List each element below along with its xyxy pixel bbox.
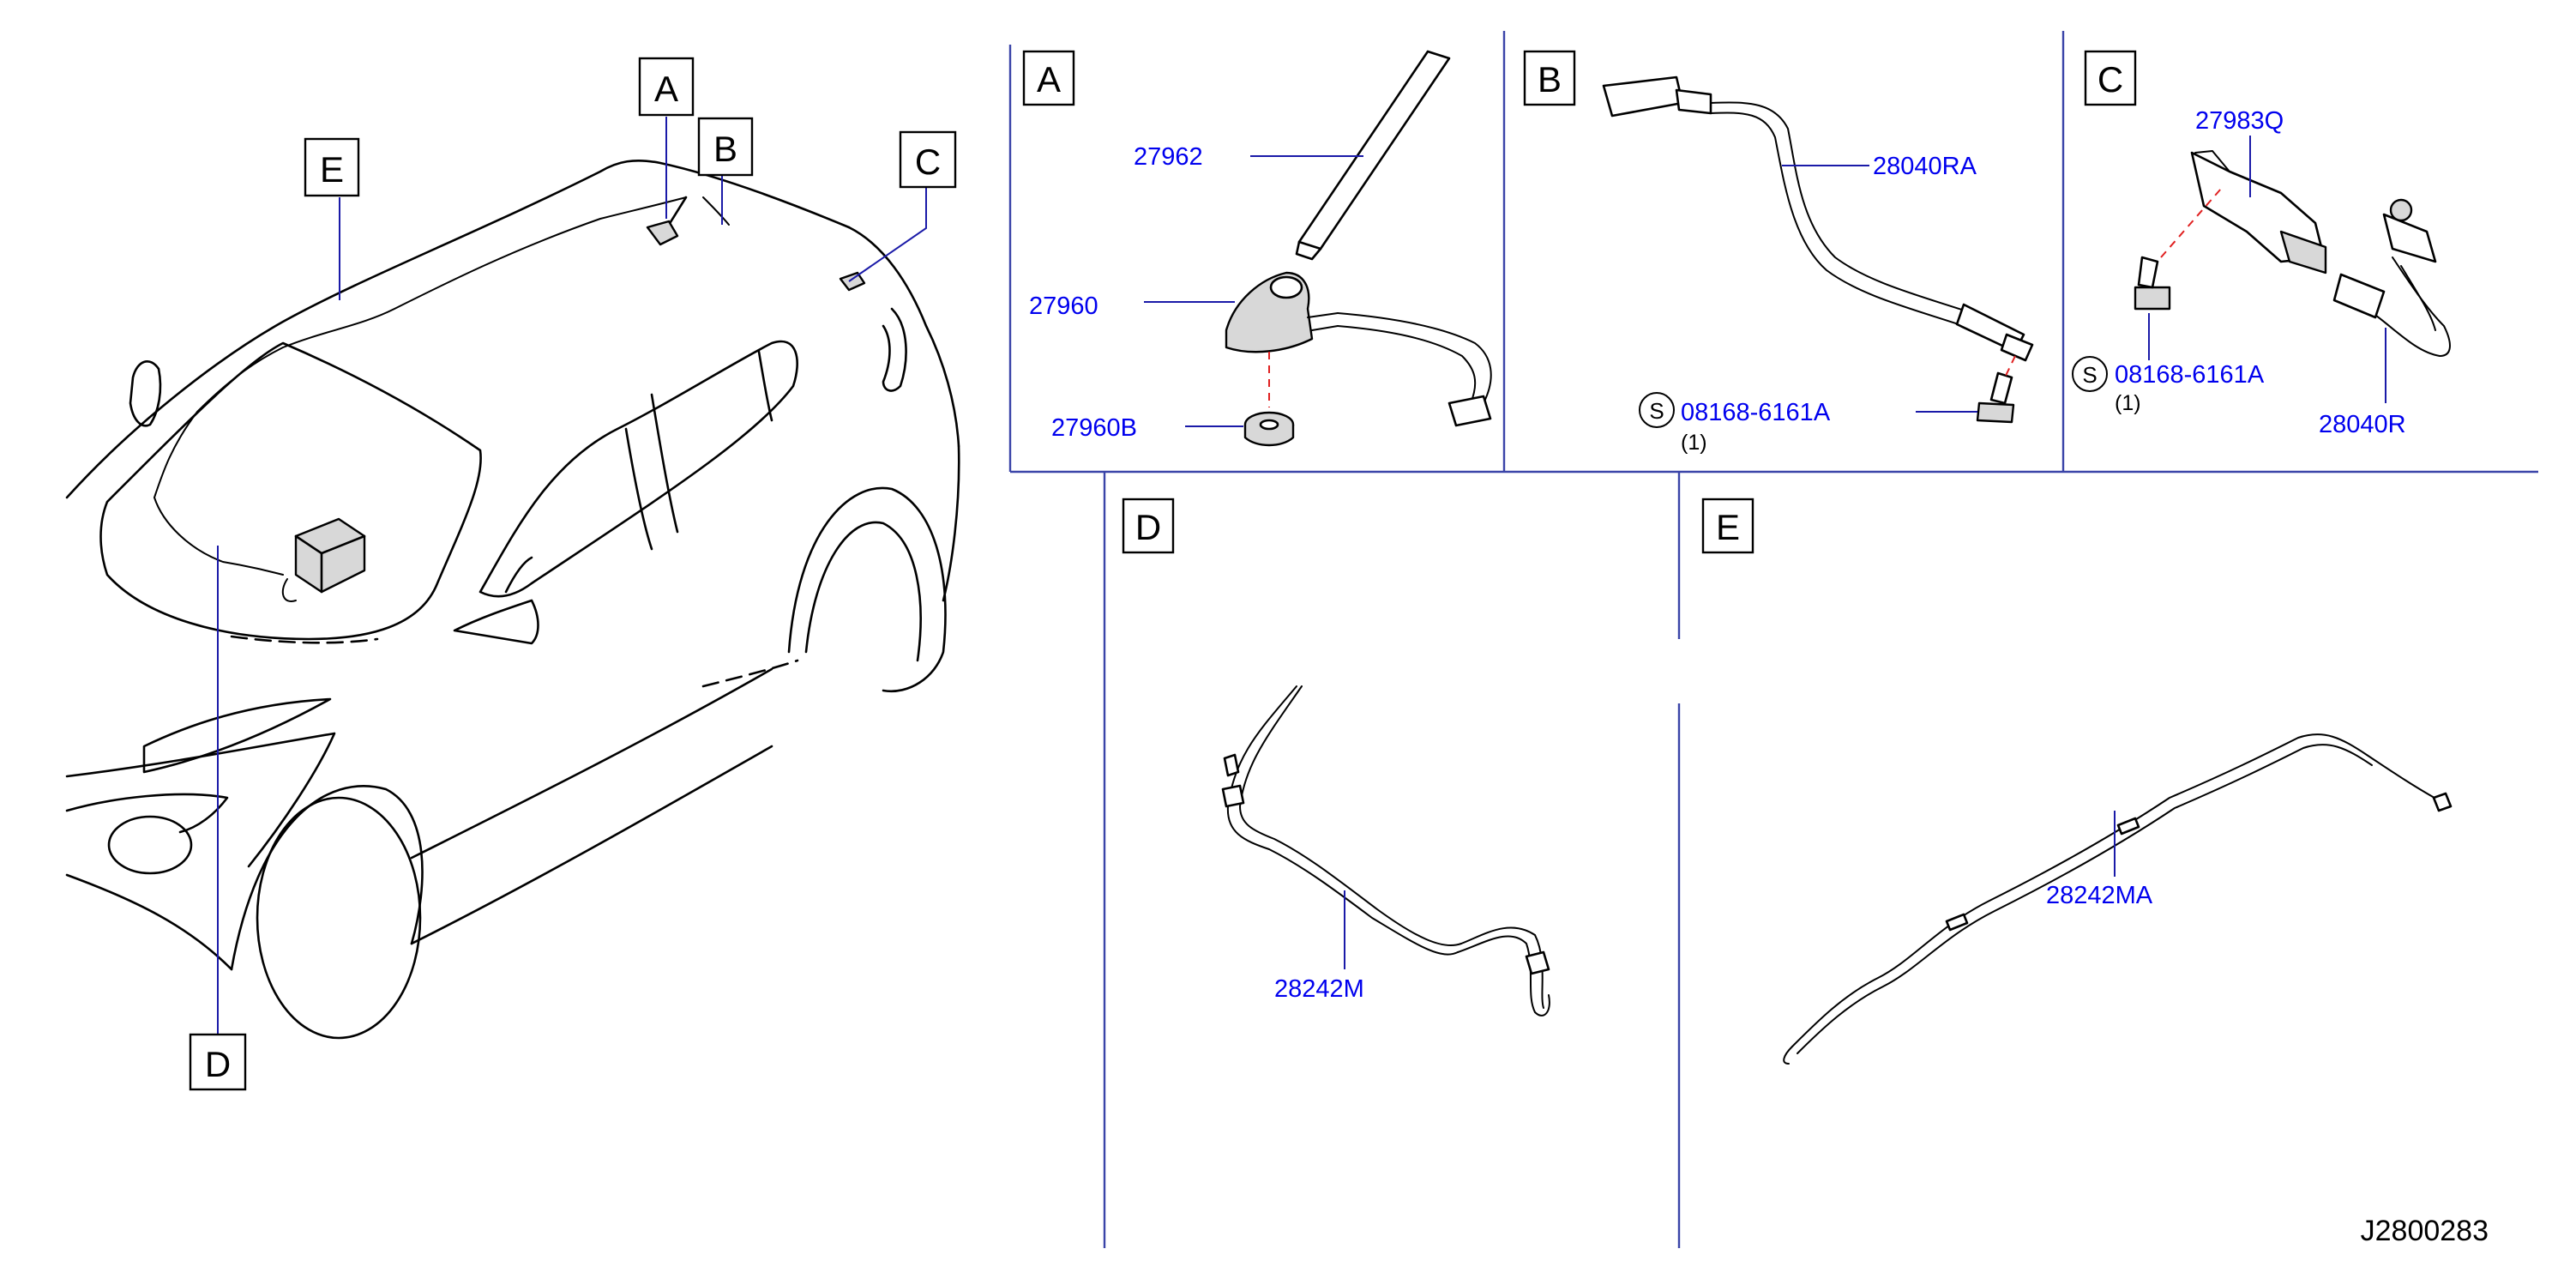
callout-C: C xyxy=(899,130,957,189)
part-number-27960: 27960 xyxy=(1029,293,1098,320)
quantity-B: (1) xyxy=(1681,431,1707,455)
harness-28242M xyxy=(1221,685,1550,1017)
diagram-id: J2800283 xyxy=(2361,1215,2489,1247)
part-number-08168-6161A-B: 08168-6161A xyxy=(1681,399,1831,426)
quantity-C: (1) xyxy=(2115,391,2141,415)
panel-frames xyxy=(1008,31,2538,1248)
callout-D-label: D xyxy=(205,1044,231,1084)
part-number-28242MA: 28242MA xyxy=(2046,882,2153,909)
standard-part-symbol-C xyxy=(2072,356,2108,392)
part-number-27962: 27962 xyxy=(1134,143,1203,171)
standard-part-letter-C: S xyxy=(2082,362,2097,388)
panel-B: B 28040RA S 08168-6161A (1) xyxy=(1523,50,2034,455)
callout-E-label: E xyxy=(320,149,344,190)
standard-part-symbol-B xyxy=(1639,392,1675,428)
part-number-27983Q: 27983Q xyxy=(2195,107,2284,135)
callout-E: E xyxy=(304,137,360,197)
panel-D-label: D xyxy=(1135,507,1161,547)
part-number-28040RA: 28040RA xyxy=(1873,153,1977,180)
callout-B-label: B xyxy=(713,129,737,169)
part-number-08168-6161A-C: 08168-6161A xyxy=(2115,361,2265,389)
panel-A: A 27962 27960 27960B xyxy=(1022,50,1492,447)
panel-A-label: A xyxy=(1037,59,1061,100)
part-number-28040R: 28040R xyxy=(2319,411,2406,438)
callout-A: A xyxy=(638,57,695,117)
antenna-feeder-rear xyxy=(1602,75,2034,362)
panel-C-label: C xyxy=(2098,59,2123,100)
callout-C-label: C xyxy=(915,142,941,182)
panel-E-label: E xyxy=(1716,507,1740,547)
antenna-module xyxy=(2190,150,2327,275)
antenna-rod xyxy=(1295,50,1451,261)
antenna-base xyxy=(1225,271,1492,427)
panel-E: E 28242MA xyxy=(1701,498,2453,1065)
amplifier-unit xyxy=(281,517,366,602)
bolt-B xyxy=(1976,371,2015,424)
callout-A-label: A xyxy=(654,69,678,109)
callout-D: D xyxy=(189,1033,247,1091)
part-number-28242M: 28242M xyxy=(1274,975,1364,1003)
callout-B: B xyxy=(697,117,754,177)
panel-C: C 27983Q S 08168-6161A (1) 28040R xyxy=(2072,50,2451,438)
antenna-feeder-C xyxy=(2332,198,2451,357)
antenna-pad xyxy=(1243,411,1295,447)
bolt-C xyxy=(2134,256,2171,311)
vehicle-illustration xyxy=(65,159,960,1040)
part-number-27960B: 27960B xyxy=(1051,414,1137,442)
standard-part-letter-B: S xyxy=(1649,398,1664,424)
panel-B-label: B xyxy=(1538,59,1562,100)
harness-28242MA xyxy=(1783,733,2453,1065)
panel-D: D 28242M xyxy=(1122,498,1550,1017)
